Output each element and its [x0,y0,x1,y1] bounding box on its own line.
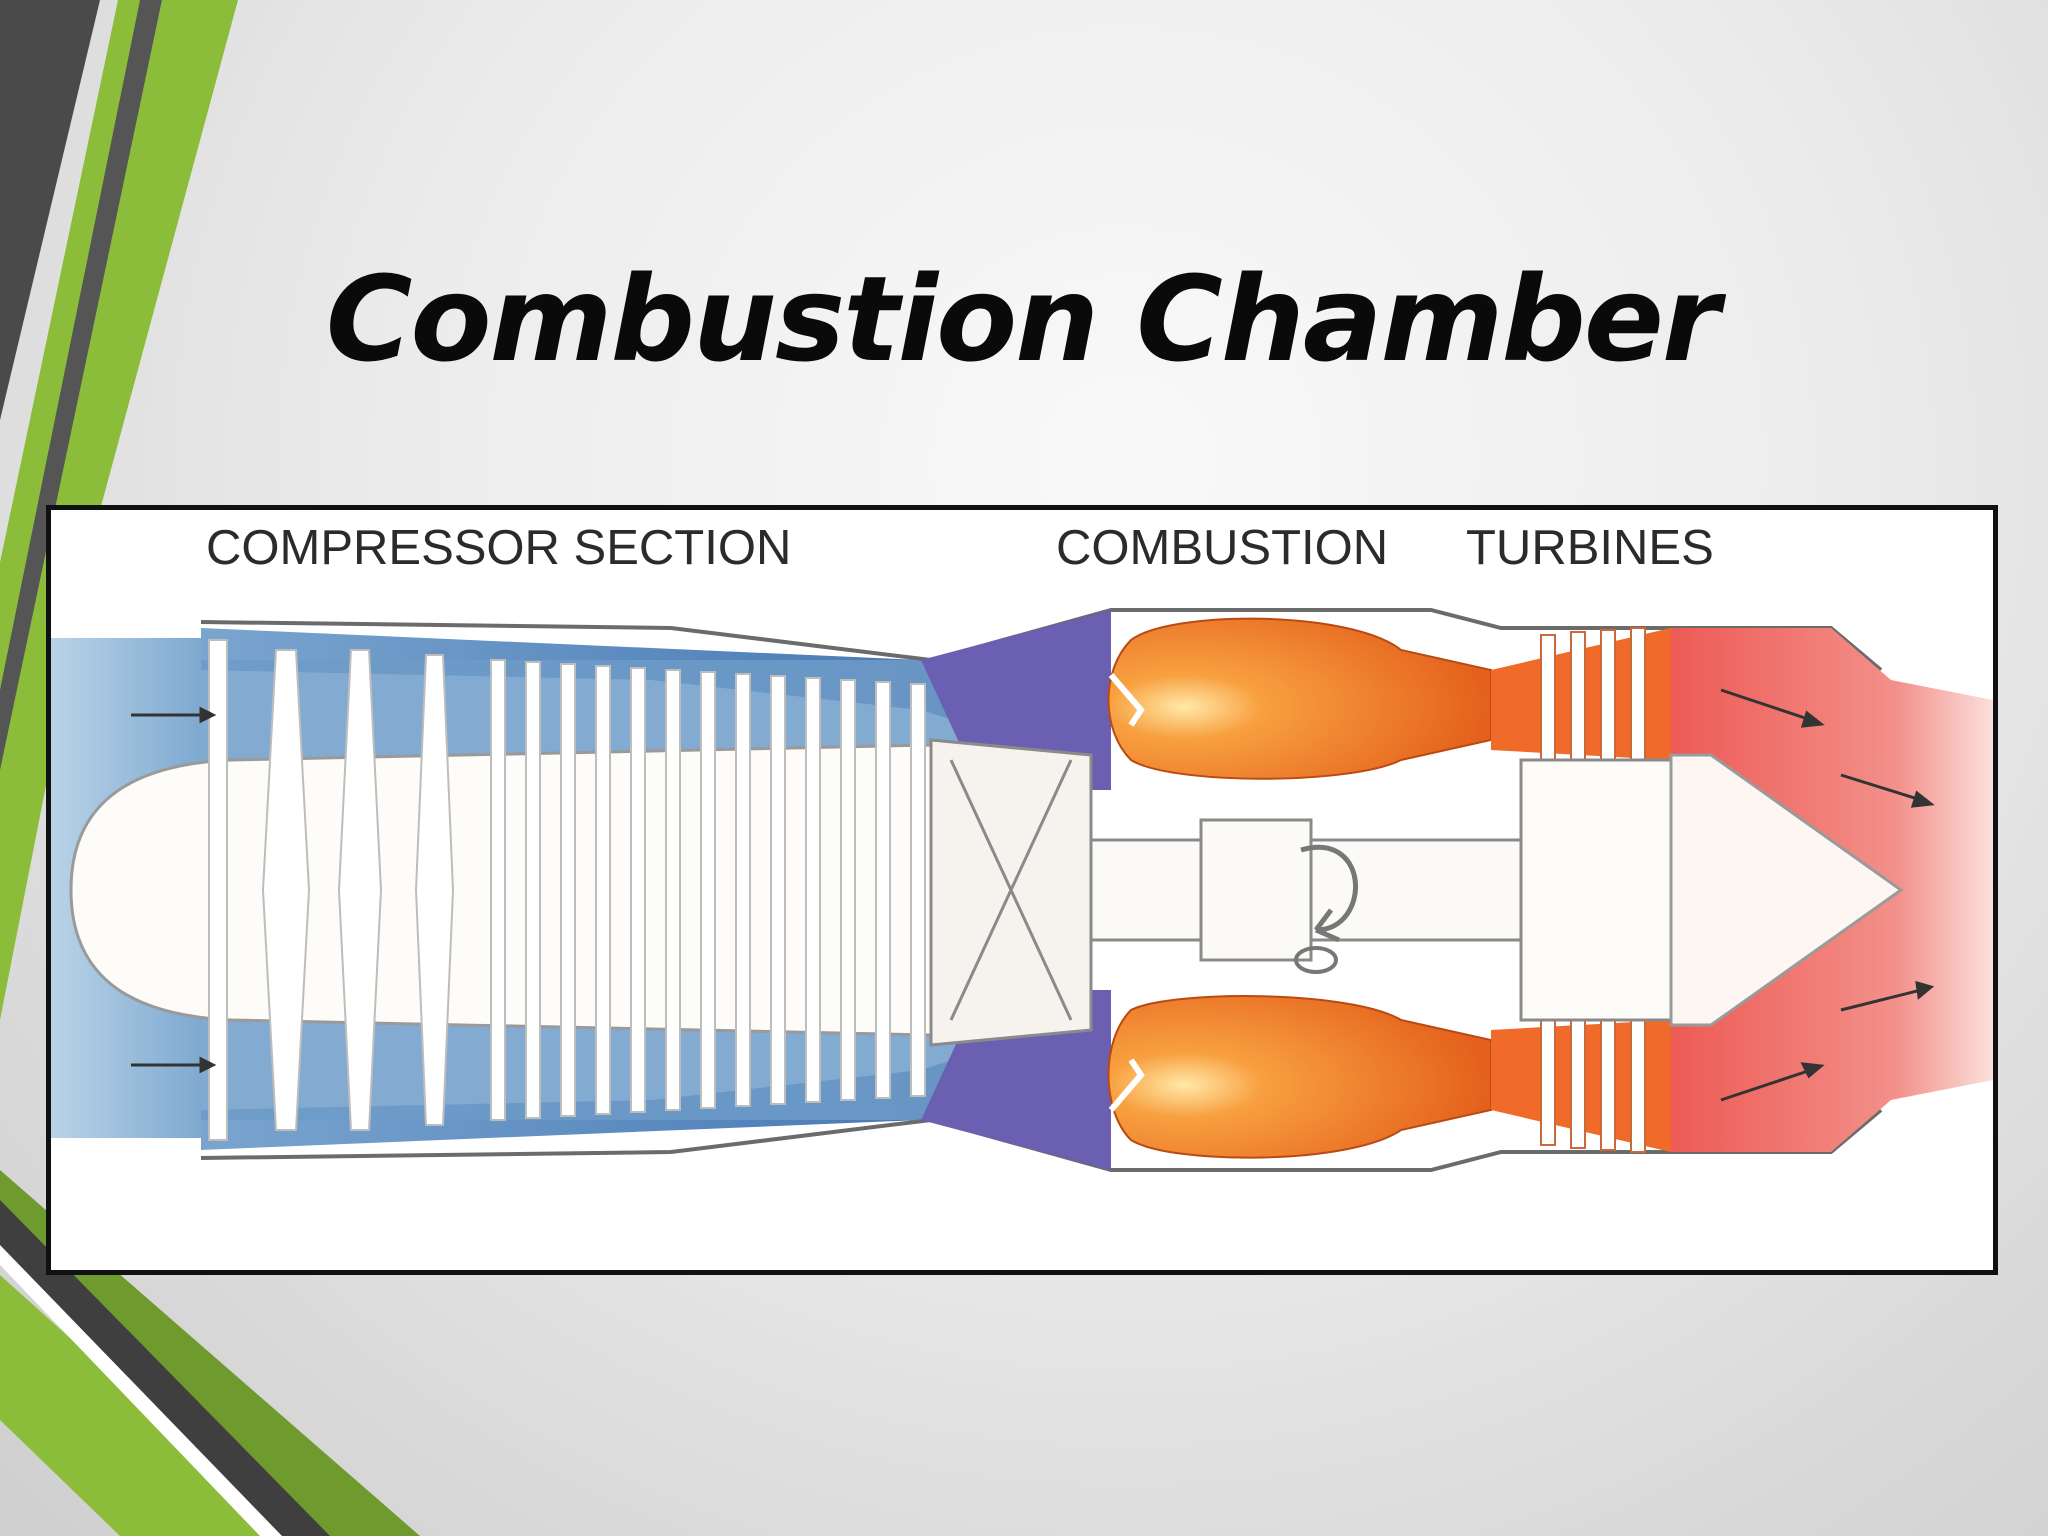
diffuser-cross [949,759,1073,1021]
blade [700,671,716,1109]
blade [414,654,455,1126]
blade [665,669,681,1111]
fuel-nozzle-upper [1108,673,1145,727]
blade [261,649,311,1131]
flow-arrow [1720,1068,1812,1102]
blade [910,683,926,1097]
label-compressor-section: COMPRESSOR SECTION [206,521,792,575]
combustion-can-upper [1107,617,1492,780]
blade [337,649,383,1131]
rotation-ring [1294,946,1338,974]
blade [875,681,891,1099]
turbine-hub [1519,758,1673,1022]
combustion-can-lower [1107,995,1492,1159]
flow-arrow-head [1910,790,1935,808]
flow-arrows [131,688,1935,1102]
flow-arrow-head [1915,980,1935,1000]
flow-arrow-head [199,706,217,724]
blade [525,661,541,1119]
blade [805,677,821,1103]
blade [840,679,856,1101]
blade [770,675,786,1105]
blade [630,667,646,1113]
dark-stripe-mid [0,0,162,770]
blade [595,665,611,1115]
flow-arrow-head [1800,710,1825,728]
flow-arrow-head [199,1056,217,1074]
flow-arrow-head [1800,1062,1825,1079]
fuel-nozzle-lower [1108,1058,1145,1112]
white-stripe-lower [0,1245,282,1536]
flow-arrow [1720,688,1812,722]
blade [560,663,576,1117]
shaft-collar [1199,818,1313,962]
flow-arrow [1840,988,1922,1012]
dark-stripe-upper [0,0,100,420]
label-combustion: COMBUSTION [1056,521,1389,575]
blade [490,659,506,1121]
blade [735,673,751,1107]
blade [208,639,228,1141]
rotation-arrow-icon [1300,845,1358,943]
slide-title: Combustion Chamber [325,250,1720,388]
label-turbines: TURBINES [1466,521,1714,575]
compressor-blades [208,639,926,1141]
dark-stripe-lower [0,1200,330,1536]
exhaust-cone [1669,753,1904,1027]
jet-engine-diagram [46,505,1998,1275]
flow-arrow [1840,773,1922,802]
